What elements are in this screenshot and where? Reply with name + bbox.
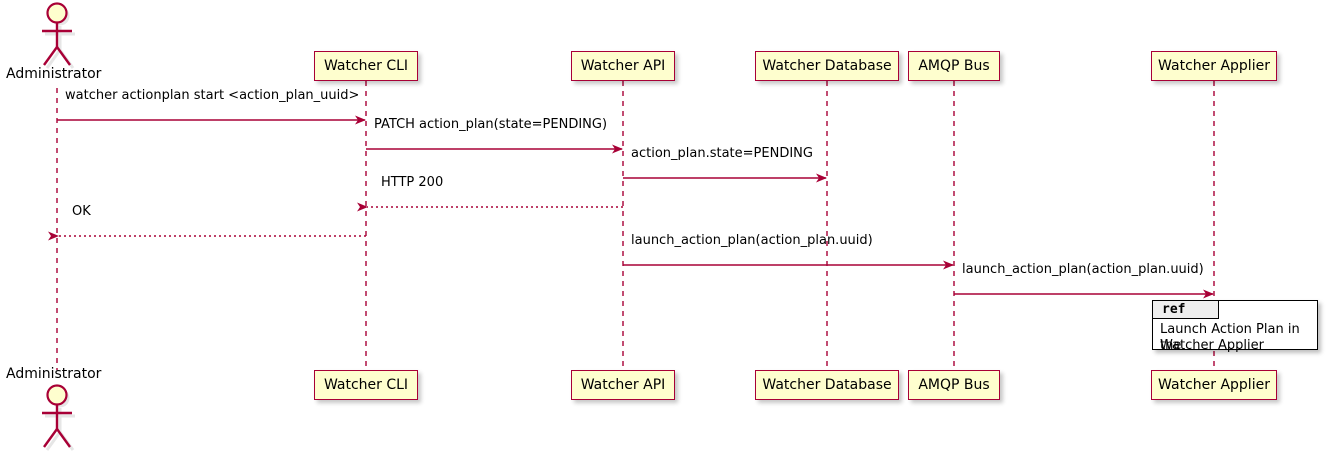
ref-fragment-operator-label: ref <box>1162 302 1186 317</box>
participant-amqp-bus-top[interactable]: AMQP Bus <box>908 51 1000 81</box>
participant-label: Watcher CLI <box>323 377 409 393</box>
participant-label: AMQP Bus <box>918 58 990 74</box>
message-label-1: watcher actionplan start <action_plan_uu… <box>65 88 360 103</box>
message-label-7: launch_action_plan(action_plan.uuid) <box>962 262 1204 277</box>
message-label-6: launch_action_plan(action_plan.uuid) <box>631 233 873 248</box>
actor-label-administrator-top: Administrator <box>6 66 102 82</box>
participant-watcher-cli-top[interactable]: Watcher CLI <box>314 51 418 81</box>
participant-watcher-database-bottom[interactable]: Watcher Database <box>755 370 899 400</box>
participant-watcher-cli-bottom[interactable]: Watcher CLI <box>314 370 418 400</box>
participant-watcher-api-bottom[interactable]: Watcher API <box>571 370 675 400</box>
actor-figure-administrator-top <box>42 2 75 69</box>
actor-figures-group <box>42 2 75 451</box>
participant-label: Watcher Applier <box>1158 58 1270 74</box>
message-label-2: PATCH action_plan(state=PENDING) <box>374 117 608 132</box>
message-label-4: HTTP 200 <box>381 175 444 190</box>
actor-label-administrator-bottom: Administrator <box>6 366 102 382</box>
lifelines-group <box>56 81 1215 370</box>
participant-label: Watcher CLI <box>323 58 409 74</box>
ref-fragment: ref Launch Action Plan in the Watcher Ap… <box>1152 300 1318 353</box>
participant-watcher-database-top[interactable]: Watcher Database <box>755 51 899 81</box>
ref-fragment-text-line-1: Launch Action Plan in the <box>1160 322 1300 353</box>
message-label-3: action_plan.state=PENDING <box>631 146 813 161</box>
ref-fragment-text-line-2: Watcher Applier <box>1160 338 1264 353</box>
message-arrows-group <box>48 115 1214 299</box>
participant-watcher-applier-bottom[interactable]: Watcher Applier <box>1151 370 1277 400</box>
participant-label: Watcher Database <box>762 377 892 393</box>
participant-label: Watcher Applier <box>1158 377 1270 393</box>
actor-figure-administrator-bottom <box>42 384 75 451</box>
participant-label: Watcher Database <box>762 58 892 74</box>
participant-label: Watcher API <box>580 377 666 393</box>
participant-watcher-applier-top[interactable]: Watcher Applier <box>1151 51 1277 81</box>
participant-label: AMQP Bus <box>918 377 990 393</box>
participant-watcher-api-top[interactable]: Watcher API <box>571 51 675 81</box>
message-label-5: OK <box>72 204 91 219</box>
participant-amqp-bus-bottom[interactable]: AMQP Bus <box>908 370 1000 400</box>
ref-fragment-operator-tab: ref <box>1153 301 1219 319</box>
participant-label: Watcher API <box>580 58 666 74</box>
